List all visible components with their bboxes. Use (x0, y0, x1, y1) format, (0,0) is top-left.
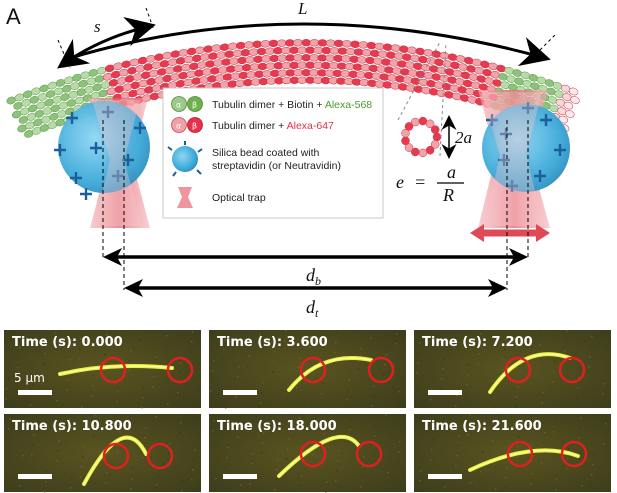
trap-circle (166, 356, 194, 384)
symbol-L: L (297, 0, 307, 18)
symbol-s: s (94, 17, 101, 36)
trap-circle (355, 440, 383, 468)
legend-item-bead-line2: streptavidin (or Neutravidin) (212, 160, 341, 172)
alpha-red-icon (171, 117, 187, 133)
scale-bar (428, 390, 462, 395)
frame-tile: Time (s): 3.600 (209, 330, 406, 409)
frame-time: Time (s): 21.600 (422, 419, 542, 434)
scale-bar (18, 390, 52, 395)
eccentricity-lhs: e (396, 172, 404, 192)
trap-motion-arrow (470, 224, 550, 242)
bead-right (482, 104, 570, 192)
frame-tile: Time (s): 7.200 (414, 330, 611, 408)
alpha-green-icon (171, 96, 187, 112)
legend-item-alexa647: Tubulin dimer + Alexa-647 (212, 120, 334, 132)
contour-length-arrow (69, 22, 551, 67)
trap-distance-arrow (124, 279, 507, 297)
streptavidin-markers (54, 102, 566, 200)
scale-bar (18, 474, 52, 479)
eccentricity-den: R (442, 185, 454, 205)
frame-tile: Time (s): 18.000 (209, 414, 406, 493)
svg-text:=: = (414, 172, 426, 192)
bead-distance-arrow (103, 248, 528, 266)
microtubule-cross-section (401, 116, 442, 158)
svg-text:α: α (176, 101, 181, 110)
frame-tile: Time (s): 0.000 5 μm (4, 330, 201, 409)
trap-circle (102, 442, 130, 470)
symbol-2a: 2a (455, 128, 472, 147)
symbol-dt: dt (306, 297, 319, 320)
legend-item-bead-line1: Silica bead coated with (212, 147, 320, 159)
scale-bar (428, 474, 462, 479)
trap-circle (560, 440, 588, 468)
panel-a-label: A (6, 4, 21, 29)
svg-text:α: α (176, 122, 181, 131)
panel-a: A s L (6, 0, 580, 320)
trap-circle (506, 440, 534, 468)
legend-item-biotin: Tubulin dimer + Biotin + Alexa-568 (212, 99, 372, 111)
scale-bar-label: 5 μm (14, 371, 45, 385)
trap-circle (299, 440, 327, 468)
legend-item-trap: Optical trap (212, 192, 266, 204)
frame-time: Time (s): 7.200 (422, 335, 533, 350)
legend: α β Tubulin dimer + Biotin + Alexa-568 α… (162, 87, 384, 219)
scale-bar (223, 474, 257, 479)
scale-bar (223, 390, 257, 395)
frame-time: Time (s): 3.600 (217, 335, 328, 350)
svg-text:β: β (192, 122, 197, 131)
trap-circle (299, 356, 327, 384)
trap-legend-icon (177, 187, 193, 208)
bead-left (58, 101, 150, 193)
frame-time: Time (s): 10.800 (12, 419, 132, 434)
frame-time: Time (s): 18.000 (217, 419, 337, 434)
trap-circle (558, 356, 586, 384)
beta-green-icon (187, 96, 203, 112)
bead-legend-icon (167, 141, 203, 177)
symbol-db: db (306, 265, 321, 288)
frame-time: Time (s): 0.000 (12, 335, 123, 350)
trap-circle (504, 356, 532, 384)
trap-circle (99, 356, 127, 384)
s-arc-arrow (57, 17, 156, 69)
trap-circle (367, 356, 395, 384)
frame-tile: Time (s): 10.800 (4, 414, 201, 493)
beta-red-icon (187, 117, 203, 133)
trap-circle (146, 442, 174, 470)
eccentricity-num: a (447, 162, 456, 182)
frame-tile: Time (s): 21.600 (414, 414, 611, 492)
svg-text:β: β (192, 101, 197, 110)
